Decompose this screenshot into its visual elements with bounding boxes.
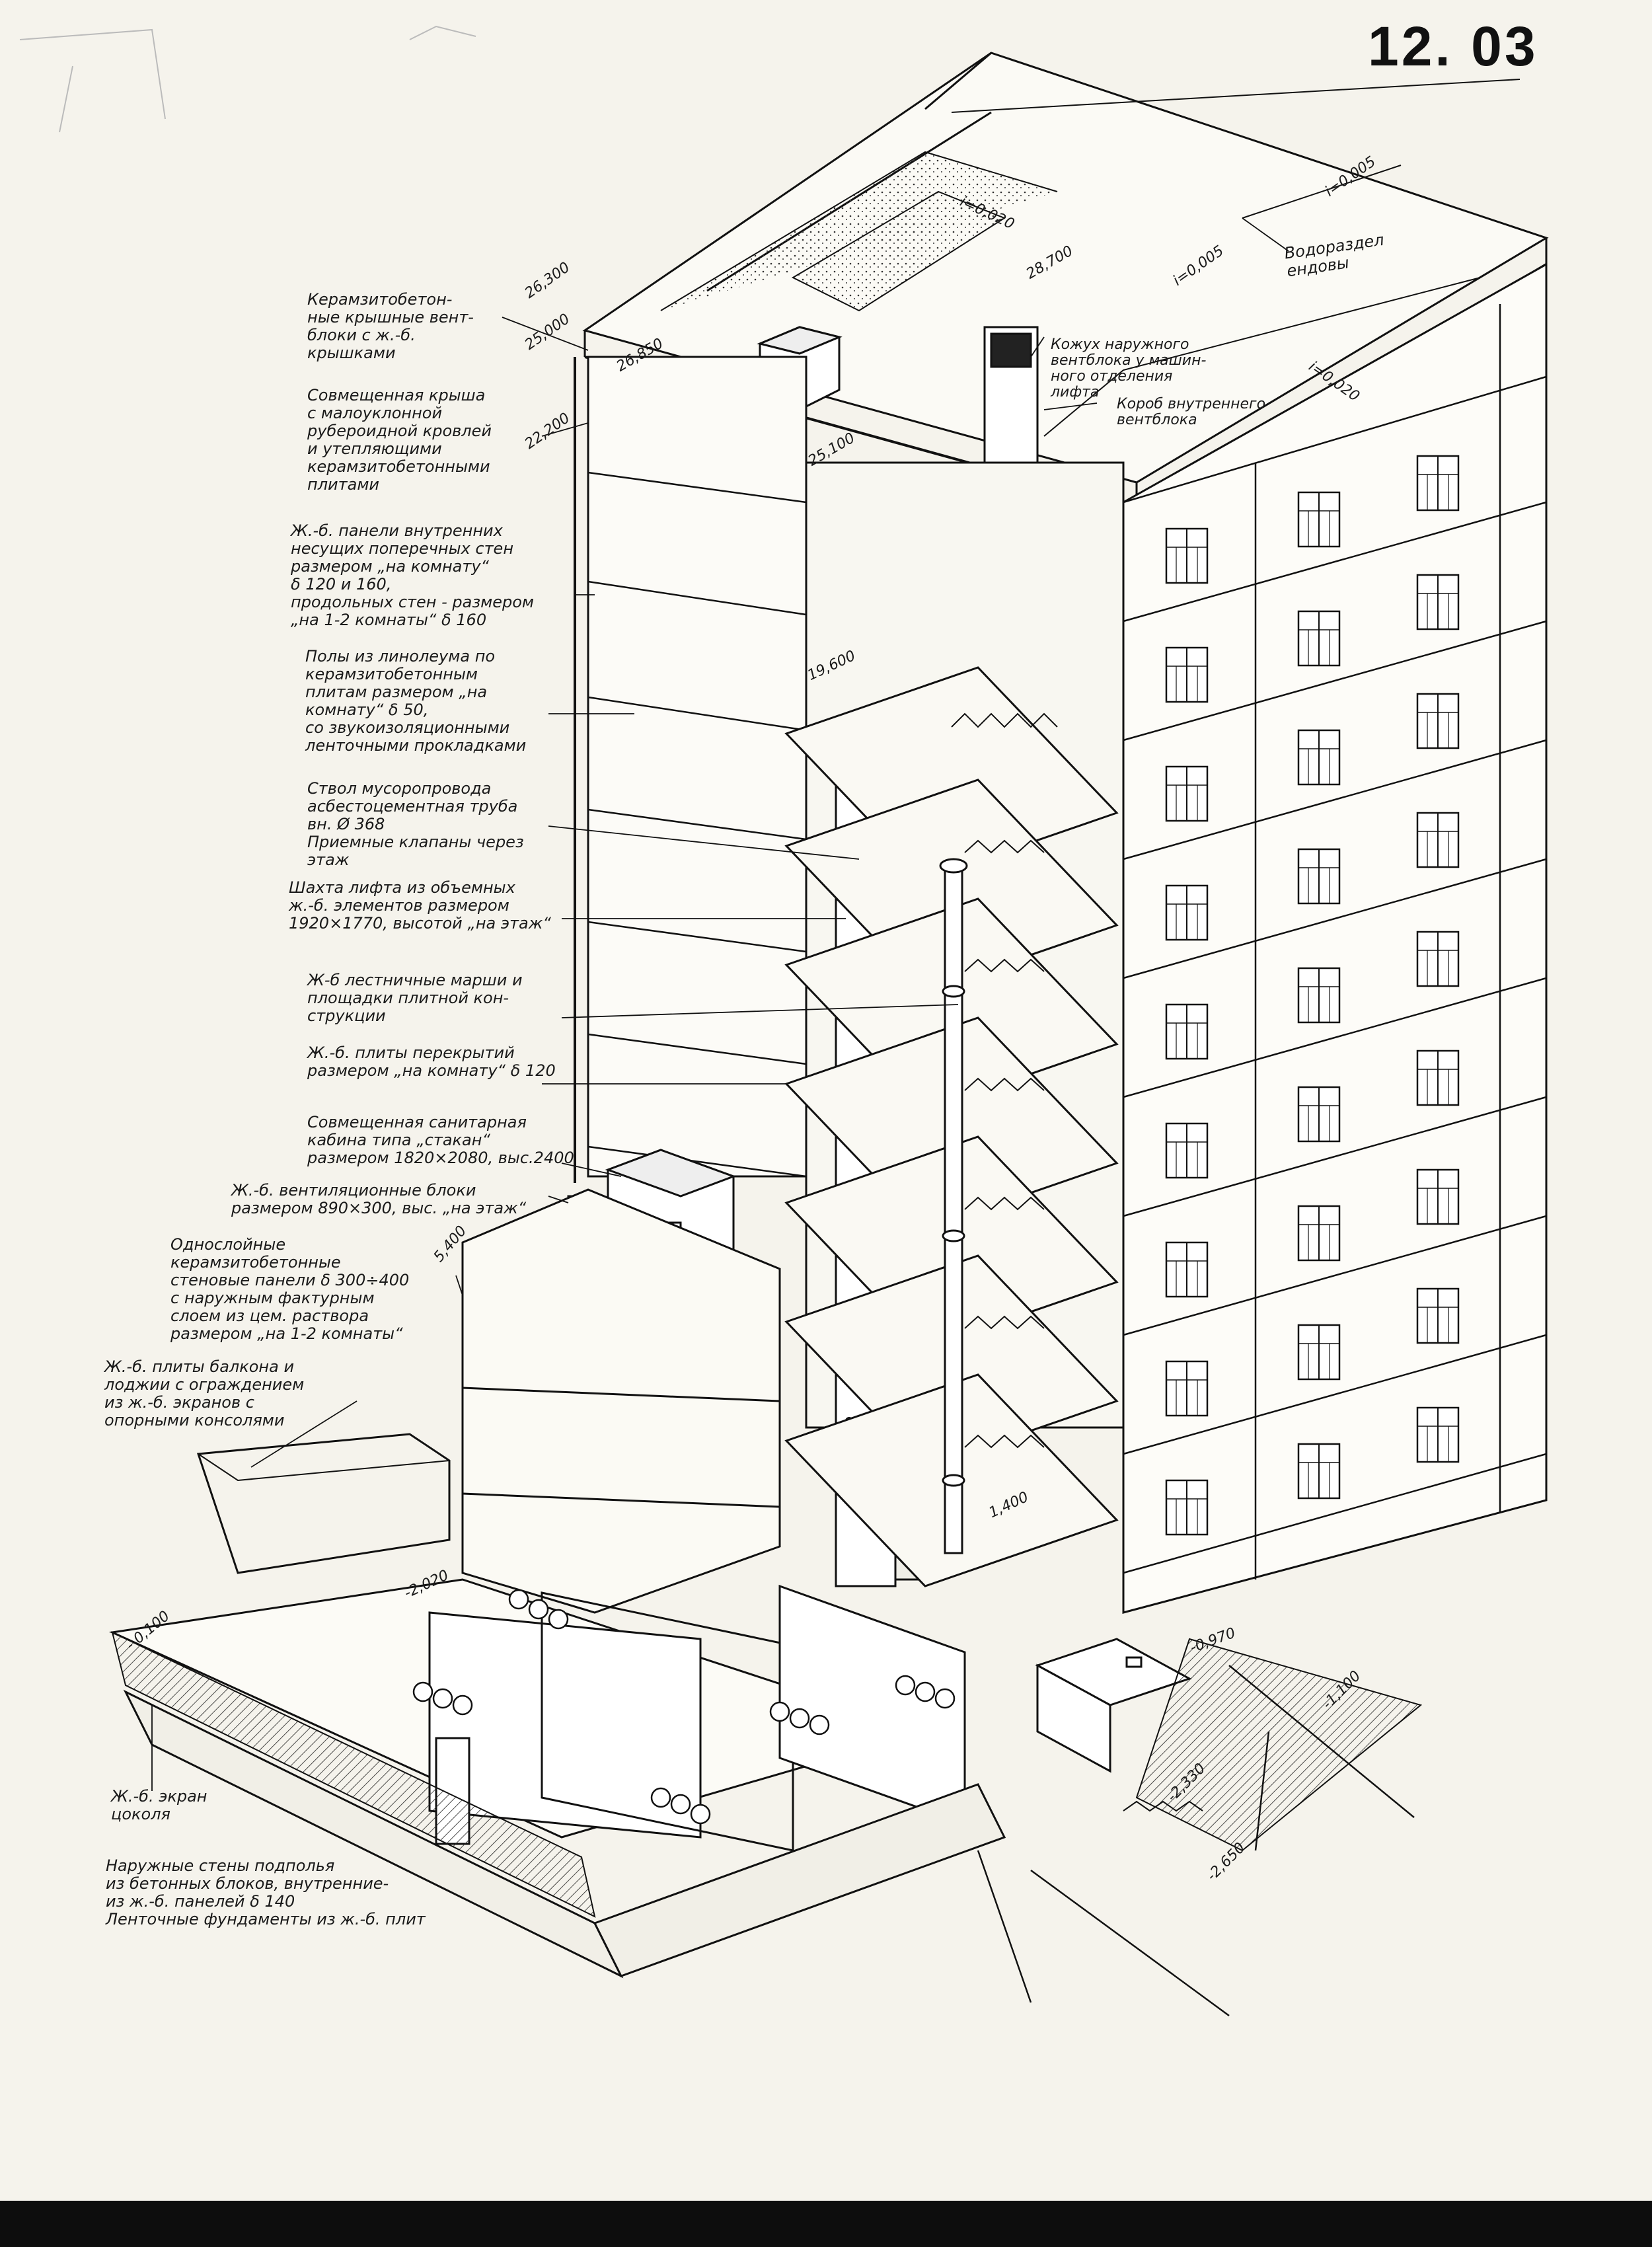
basement bbox=[108, 1578, 1006, 1979]
page-number: 12. 03 bbox=[1368, 15, 1538, 77]
label-balcony: Ж.-б. плиты балкона и лоджии с ограждени… bbox=[104, 1357, 305, 1429]
label-combined-roof: Совмещенная крыша с малоуклонной руберои… bbox=[307, 386, 492, 494]
label-garbage-chute: Ствол мусоропровода асбестоцементная тру… bbox=[307, 779, 524, 869]
stair-flights bbox=[951, 712, 1058, 1449]
label-wall-panels: Ж.-б. панели внутренних несущих поперечн… bbox=[291, 521, 534, 629]
label-vent-casing: Кожух наружного вентблока у машин- ного … bbox=[1051, 336, 1207, 400]
scan-border bbox=[0, 2201, 1652, 2247]
label-floor-slabs: Ж.-б. плиты перекрытий размером „на комн… bbox=[307, 1044, 556, 1080]
balconies bbox=[196, 1188, 781, 1614]
garbage-chute bbox=[939, 858, 968, 1554]
leader-lines bbox=[151, 217, 1289, 1791]
margin-scribble bbox=[19, 25, 476, 133]
label-stairs: Ж-б лестничные марши и площадки плитной … bbox=[307, 971, 523, 1025]
label-wall-panels-ext: Однослойные керамзитобетонные стеновые п… bbox=[170, 1235, 410, 1343]
label-sanitary-cabin: Совмещенная санитарная кабина типа „стак… bbox=[307, 1113, 574, 1167]
entrance-porch bbox=[1035, 1638, 1423, 1852]
label-lift-shaft: Шахта лифта из объемных ж.-б. элементов … bbox=[289, 878, 551, 933]
label-vent-box: Короб внутреннего вентблока bbox=[1117, 396, 1266, 428]
label-floors: Полы из линолеума по керамзитобетонным п… bbox=[305, 647, 527, 755]
label-foundation: Наружные стены подполья из бетонных блок… bbox=[106, 1856, 426, 1928]
ground-lines bbox=[977, 1665, 1415, 2017]
label-plinth-screen: Ж.-б. экран цоколя bbox=[111, 1787, 207, 1823]
label-vent-blocks: Ж.-б. вентиляционные блоки размером 890×… bbox=[231, 1181, 527, 1217]
label-roof-vent-blocks: Керамзитобетон- ные крышные вент- блоки … bbox=[307, 290, 474, 362]
